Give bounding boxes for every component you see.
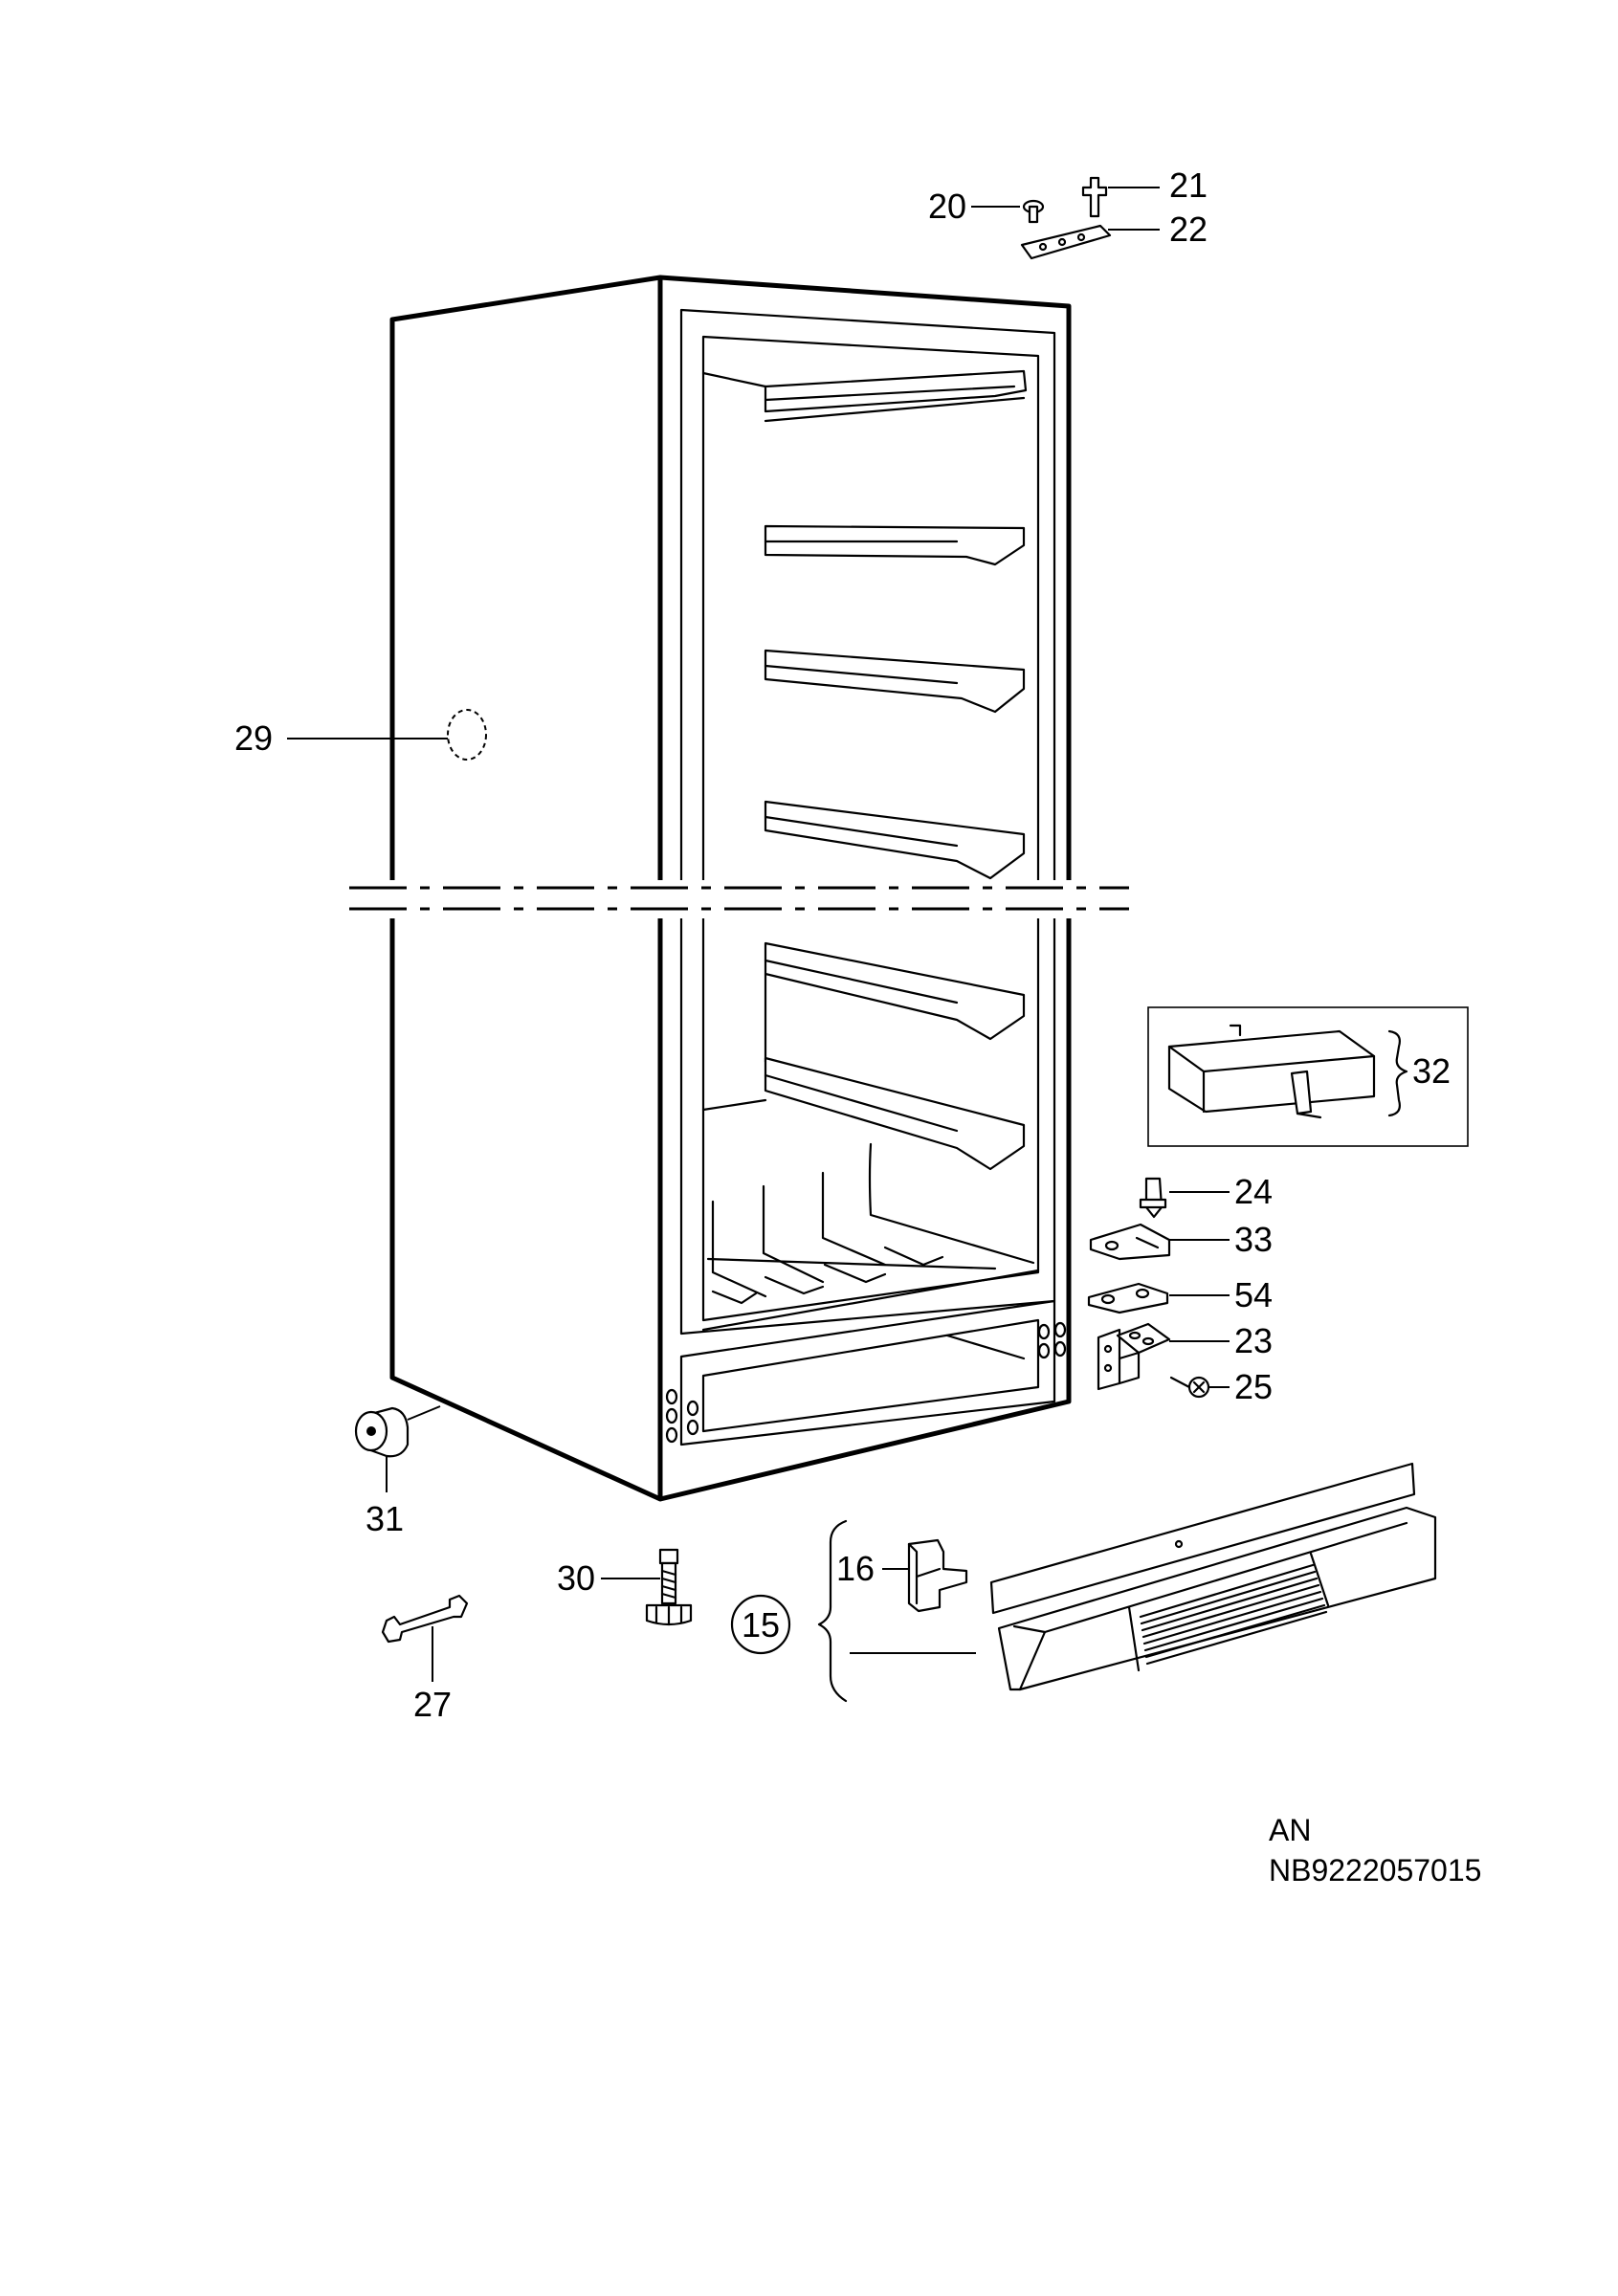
part-16-clip-icon bbox=[907, 1538, 968, 1613]
callout-21: 21 bbox=[1169, 166, 1208, 205]
grille-slots bbox=[1139, 1563, 1328, 1666]
part-22-hinge-plate-icon bbox=[1020, 224, 1112, 260]
hinge-holes bbox=[665, 1321, 1067, 1444]
callout-23: 23 bbox=[1234, 1321, 1273, 1360]
callout-20: 20 bbox=[928, 187, 966, 226]
inner-liner bbox=[701, 335, 1040, 1322]
callout-32: 32 bbox=[1412, 1051, 1451, 1091]
cabinet-body bbox=[389, 275, 1072, 1502]
part-21-bolt-icon bbox=[1081, 176, 1108, 218]
drawing-reference: AN NB9222057015 bbox=[1269, 1813, 1481, 1888]
part-32-frame bbox=[1147, 1006, 1469, 1147]
cabinet-front-frame bbox=[659, 275, 1072, 1502]
callout-labels: 20 21 22 29 32 24 33 54 23 25 31 30 16 1… bbox=[234, 166, 1451, 1724]
liner-top-edge bbox=[701, 371, 767, 388]
lower-compartment-inner bbox=[701, 1318, 1040, 1433]
break-lines bbox=[349, 880, 1129, 918]
callout-30: 30 bbox=[557, 1558, 595, 1598]
shelf-rail-1 bbox=[764, 369, 1028, 413]
callout-29: 29 bbox=[234, 718, 273, 758]
shelf-rail-3 bbox=[764, 649, 1026, 714]
part-30-adjustable-foot-icon bbox=[645, 1548, 693, 1626]
part-25-screw-icon bbox=[1169, 1376, 1210, 1399]
callout-25: 25 bbox=[1234, 1367, 1273, 1406]
callout-16: 16 bbox=[836, 1549, 875, 1588]
callout-22: 22 bbox=[1169, 210, 1208, 249]
callout-54: 54 bbox=[1234, 1275, 1273, 1314]
shelf-rail-2 bbox=[764, 524, 1026, 566]
shelf-rails bbox=[764, 369, 1028, 1171]
part-15-brace bbox=[817, 1519, 848, 1703]
callout-27: 27 bbox=[413, 1685, 452, 1724]
callout-31: 31 bbox=[366, 1499, 404, 1538]
callout-33: 33 bbox=[1234, 1220, 1273, 1259]
part-27-wrench-icon bbox=[381, 1594, 469, 1644]
part-32-component bbox=[1167, 1029, 1376, 1114]
callout-24: 24 bbox=[1234, 1172, 1273, 1211]
part-23-hinge-icon bbox=[1097, 1322, 1171, 1391]
part-29-marker bbox=[447, 709, 487, 761]
shelf-rail-5 bbox=[764, 941, 1026, 1041]
part-32-group bbox=[1147, 1006, 1469, 1147]
part-31-foot-icon bbox=[354, 1406, 410, 1458]
callout-15: 15 bbox=[742, 1605, 780, 1645]
part-24-pin-icon bbox=[1139, 1177, 1167, 1219]
part-15-circle bbox=[730, 1594, 791, 1655]
part-32-brace bbox=[1387, 1029, 1408, 1117]
lower-compartment-frame bbox=[679, 1299, 1056, 1446]
shelf-rail-4 bbox=[764, 800, 1026, 880]
part-33-bracket-icon bbox=[1089, 1223, 1171, 1261]
part-15-kick-plate-icon bbox=[989, 1462, 1437, 1691]
reference-line-2: NB9222057015 bbox=[1269, 1853, 1481, 1888]
reference-line-1: AN bbox=[1269, 1813, 1311, 1847]
part-54-shim-icon bbox=[1087, 1282, 1169, 1314]
part-20-screw-icon bbox=[1022, 199, 1045, 224]
bottom-basket bbox=[701, 1098, 1040, 1332]
